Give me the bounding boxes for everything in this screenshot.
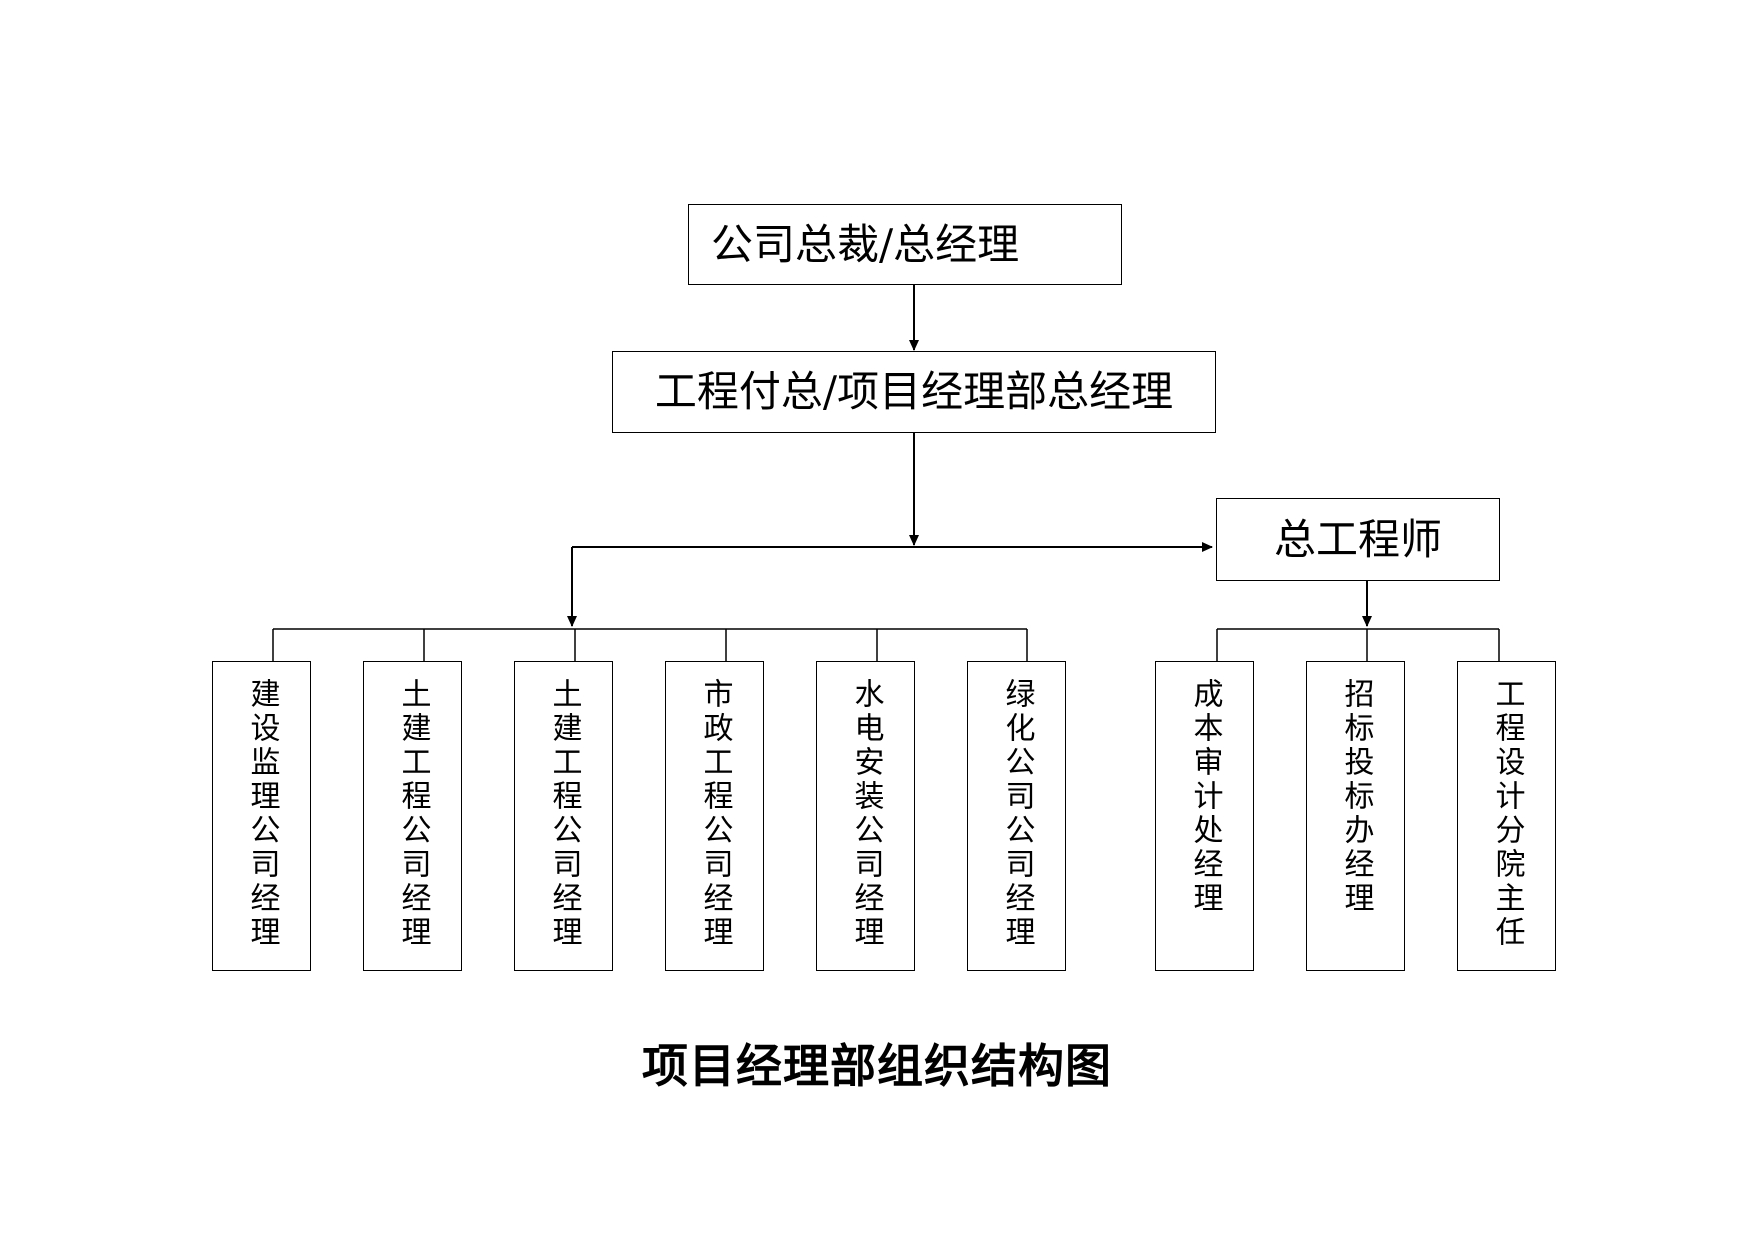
box-left-2-label: 土建工程公司经理: [395, 678, 431, 950]
box-left-1: 建设监理公司经理: [212, 661, 311, 971]
box-chief-engineer-label: 总工程师: [1273, 514, 1442, 564]
box-president: 公司总裁/总经理: [688, 204, 1122, 285]
box-left-2: 土建工程公司经理: [363, 661, 462, 971]
box-right-1-label: 成本审计处经理: [1187, 678, 1223, 916]
box-left-1-label: 建设监理公司经理: [244, 678, 280, 950]
box-left-3-label: 土建工程公司经理: [546, 678, 582, 950]
box-left-6-label: 绿化公司公司经理: [999, 678, 1035, 950]
box-chief-engineer: 总工程师: [1216, 498, 1500, 581]
box-left-5: 水电安装公司经理: [816, 661, 915, 971]
box-project-general-manager-label: 工程付总/项目经理部总经理: [654, 367, 1174, 416]
box-left-4-label: 市政工程公司经理: [697, 678, 733, 950]
diagram-caption: 项目经理部组织结构图: [642, 1039, 1112, 1093]
box-left-5-label: 水电安装公司经理: [848, 678, 884, 950]
box-right-3-label: 工程设计分院主任: [1489, 678, 1525, 950]
box-president-label: 公司总裁/总经理: [711, 219, 1020, 269]
box-project-general-manager: 工程付总/项目经理部总经理: [612, 351, 1216, 433]
box-left-6: 绿化公司公司经理: [967, 661, 1066, 971]
box-right-2: 招标投标办经理: [1306, 661, 1405, 971]
box-right-2-label: 招标投标办经理: [1338, 678, 1374, 916]
box-left-3: 土建工程公司经理: [514, 661, 613, 971]
box-right-3: 工程设计分院主任: [1457, 661, 1556, 971]
box-left-4: 市政工程公司经理: [665, 661, 764, 971]
box-right-1: 成本审计处经理: [1155, 661, 1254, 971]
